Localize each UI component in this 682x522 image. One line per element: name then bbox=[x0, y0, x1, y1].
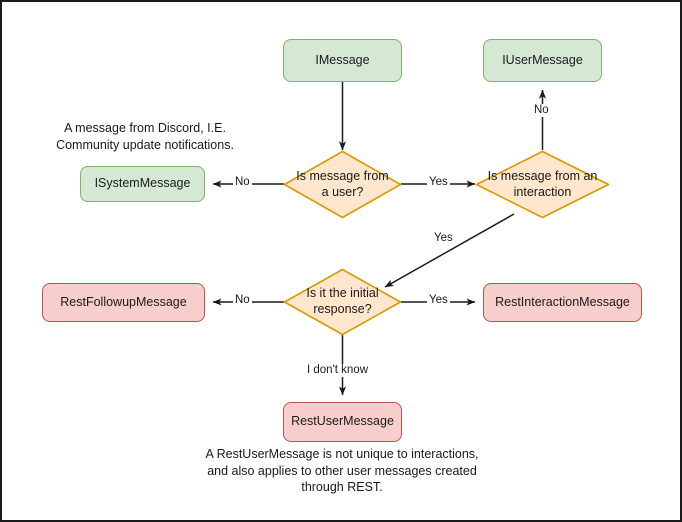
edge-label-q-user-yes: Yes bbox=[427, 176, 450, 189]
note-isystemmessage: A message from Discord, I.E. Community u… bbox=[50, 120, 240, 153]
node-isystemmessage-label: ISystemMessage bbox=[94, 176, 191, 191]
note-isystemmessage-line2: Community update notifications. bbox=[56, 137, 234, 152]
node-restusermessage[interactable]: RestUserMessage bbox=[283, 402, 402, 442]
note-restusermessage-line2: and also applies to other user messages … bbox=[207, 463, 477, 478]
node-iusermessage[interactable]: IUserMessage bbox=[483, 39, 602, 82]
edge-label-q-initial-no: No bbox=[233, 294, 252, 307]
node-restfollowupmessage[interactable]: RestFollowupMessage bbox=[42, 283, 205, 322]
node-q-initial-label: Is it the initial response? bbox=[306, 286, 379, 316]
node-restinteractionmessage-label: RestInteractionMessage bbox=[495, 294, 630, 309]
edge-q-interaction-to-q-initial bbox=[384, 213, 515, 288]
node-q-interaction-label: Is message from an interaction bbox=[487, 168, 598, 199]
diamond-shape-q-user bbox=[283, 150, 402, 219]
edge-label-q-initial-idontknow: I don't know bbox=[305, 364, 371, 377]
edge-label-q-initial-yes: Yes bbox=[427, 294, 450, 307]
diamond-shape-q-initial bbox=[283, 268, 402, 336]
edge-label-q-interaction-no: No bbox=[532, 104, 551, 117]
node-q-interaction[interactable]: Is message from an interaction bbox=[475, 150, 610, 219]
note-restusermessage-line3: through REST. bbox=[301, 480, 383, 494]
node-restinteractionmessage[interactable]: RestInteractionMessage bbox=[483, 283, 642, 322]
node-q-user-label: Is message from a user? bbox=[296, 168, 389, 199]
node-isystemmessage[interactable]: ISystemMessage bbox=[80, 166, 205, 202]
diamond-shape-q-interaction bbox=[475, 150, 610, 219]
node-imessage[interactable]: IMessage bbox=[283, 39, 402, 82]
note-restusermessage: A RestUserMessage is not unique to inter… bbox=[192, 446, 492, 496]
edge-label-q-interaction-yes: Yes bbox=[432, 232, 455, 245]
node-restfollowupmessage-label: RestFollowupMessage bbox=[60, 294, 187, 309]
node-iusermessage-label: IUserMessage bbox=[502, 52, 583, 67]
node-q-user[interactable]: Is message from a user? bbox=[283, 150, 402, 219]
note-restusermessage-line1: A RestUserMessage is not unique to inter… bbox=[205, 447, 479, 461]
node-restusermessage-label: RestUserMessage bbox=[291, 414, 394, 429]
node-q-initial[interactable]: Is it the initial response? bbox=[283, 268, 402, 336]
note-isystemmessage-line1: A message from Discord, I.E. bbox=[64, 121, 226, 135]
node-imessage-label: IMessage bbox=[315, 52, 370, 67]
edge-label-q-user-no: No bbox=[233, 176, 252, 189]
